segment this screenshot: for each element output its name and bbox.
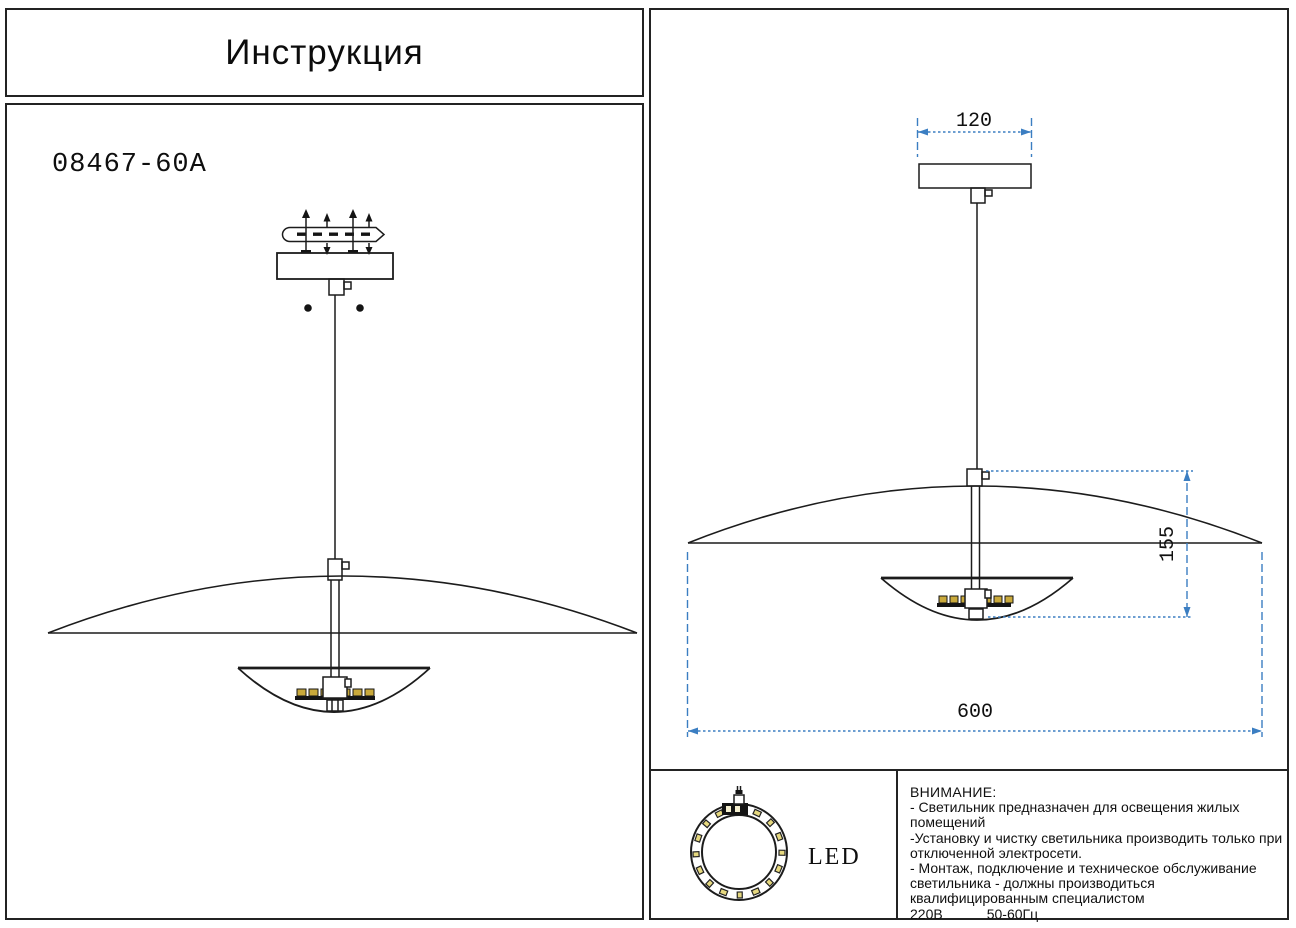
- warning-line: -Установку и чистку светильника производ…: [910, 829, 1283, 846]
- page-title: Инструкция: [225, 32, 424, 72]
- mounting-screws: [301, 209, 358, 253]
- left-canopy: [276, 252, 394, 280]
- voltage-spec: 220В: [910, 905, 943, 922]
- warning-block: ВНИМАНИЕ: - Светильник предназначен для …: [910, 784, 1288, 922]
- right-shade-disc: [687, 485, 1263, 544]
- warning-line: помещений: [910, 814, 986, 831]
- left-canopy-bracket: [328, 278, 352, 296]
- left-screw-dot: [356, 304, 364, 312]
- led-ring-drawing: [690, 786, 788, 901]
- left-diffuser-bowl: [237, 666, 431, 713]
- left-drawing-panel: [5, 103, 644, 920]
- mounting-strap: [281, 209, 386, 255]
- warning-heading: ВНИМАНИЕ:: [910, 784, 997, 800]
- led-type-label: LED: [808, 844, 861, 870]
- warning-line: светильника - должны производиться: [910, 875, 1155, 892]
- title-panel: Инструкция: [5, 8, 644, 97]
- warning-line: - Светильник предназначен для освещения …: [910, 799, 1240, 816]
- dim-value-600: 600: [957, 701, 993, 724]
- screw-direction-arrows: [323, 213, 373, 255]
- right-drawing-panel: [649, 8, 1289, 920]
- right-canopy-bracket: [970, 187, 993, 204]
- led-ring-connector: [722, 786, 748, 815]
- right-cable-connector: [966, 468, 990, 487]
- dimension-annotations: 120 155 600: [686, 110, 1263, 737]
- left-screw-dot: [304, 304, 312, 312]
- dim-value-155: 155: [1157, 526, 1180, 562]
- led-ring-chips: [692, 808, 786, 899]
- left-rod-holder: [322, 676, 352, 712]
- right-rod-holder: [964, 588, 992, 620]
- right-fixture-drawing: [687, 163, 1263, 621]
- frequency-spec: 50-60Гц: [986, 905, 1039, 922]
- model-number: 08467-60A: [52, 150, 207, 180]
- bottom-section-divider: [651, 769, 1287, 771]
- left-cable-connector: [327, 558, 350, 581]
- dimension-fixture-height: 155: [986, 470, 1193, 618]
- dimension-canopy-width: 120: [916, 110, 1033, 157]
- right-canopy: [918, 163, 1032, 189]
- warning-line: отключенной электросети.: [910, 844, 1083, 861]
- led-warning-divider: [896, 769, 898, 920]
- left-shade-disc: [47, 575, 638, 634]
- left-fixture-drawing: [47, 209, 638, 713]
- right-diffuser-bowl: [880, 576, 1074, 621]
- warning-line: - Монтаж, подключение и техническое обсл…: [910, 860, 1257, 877]
- dim-value-120: 120: [956, 110, 992, 133]
- warning-line: квалифицированным специалистом: [910, 890, 1145, 907]
- dimension-shade-diameter: 600: [686, 552, 1263, 737]
